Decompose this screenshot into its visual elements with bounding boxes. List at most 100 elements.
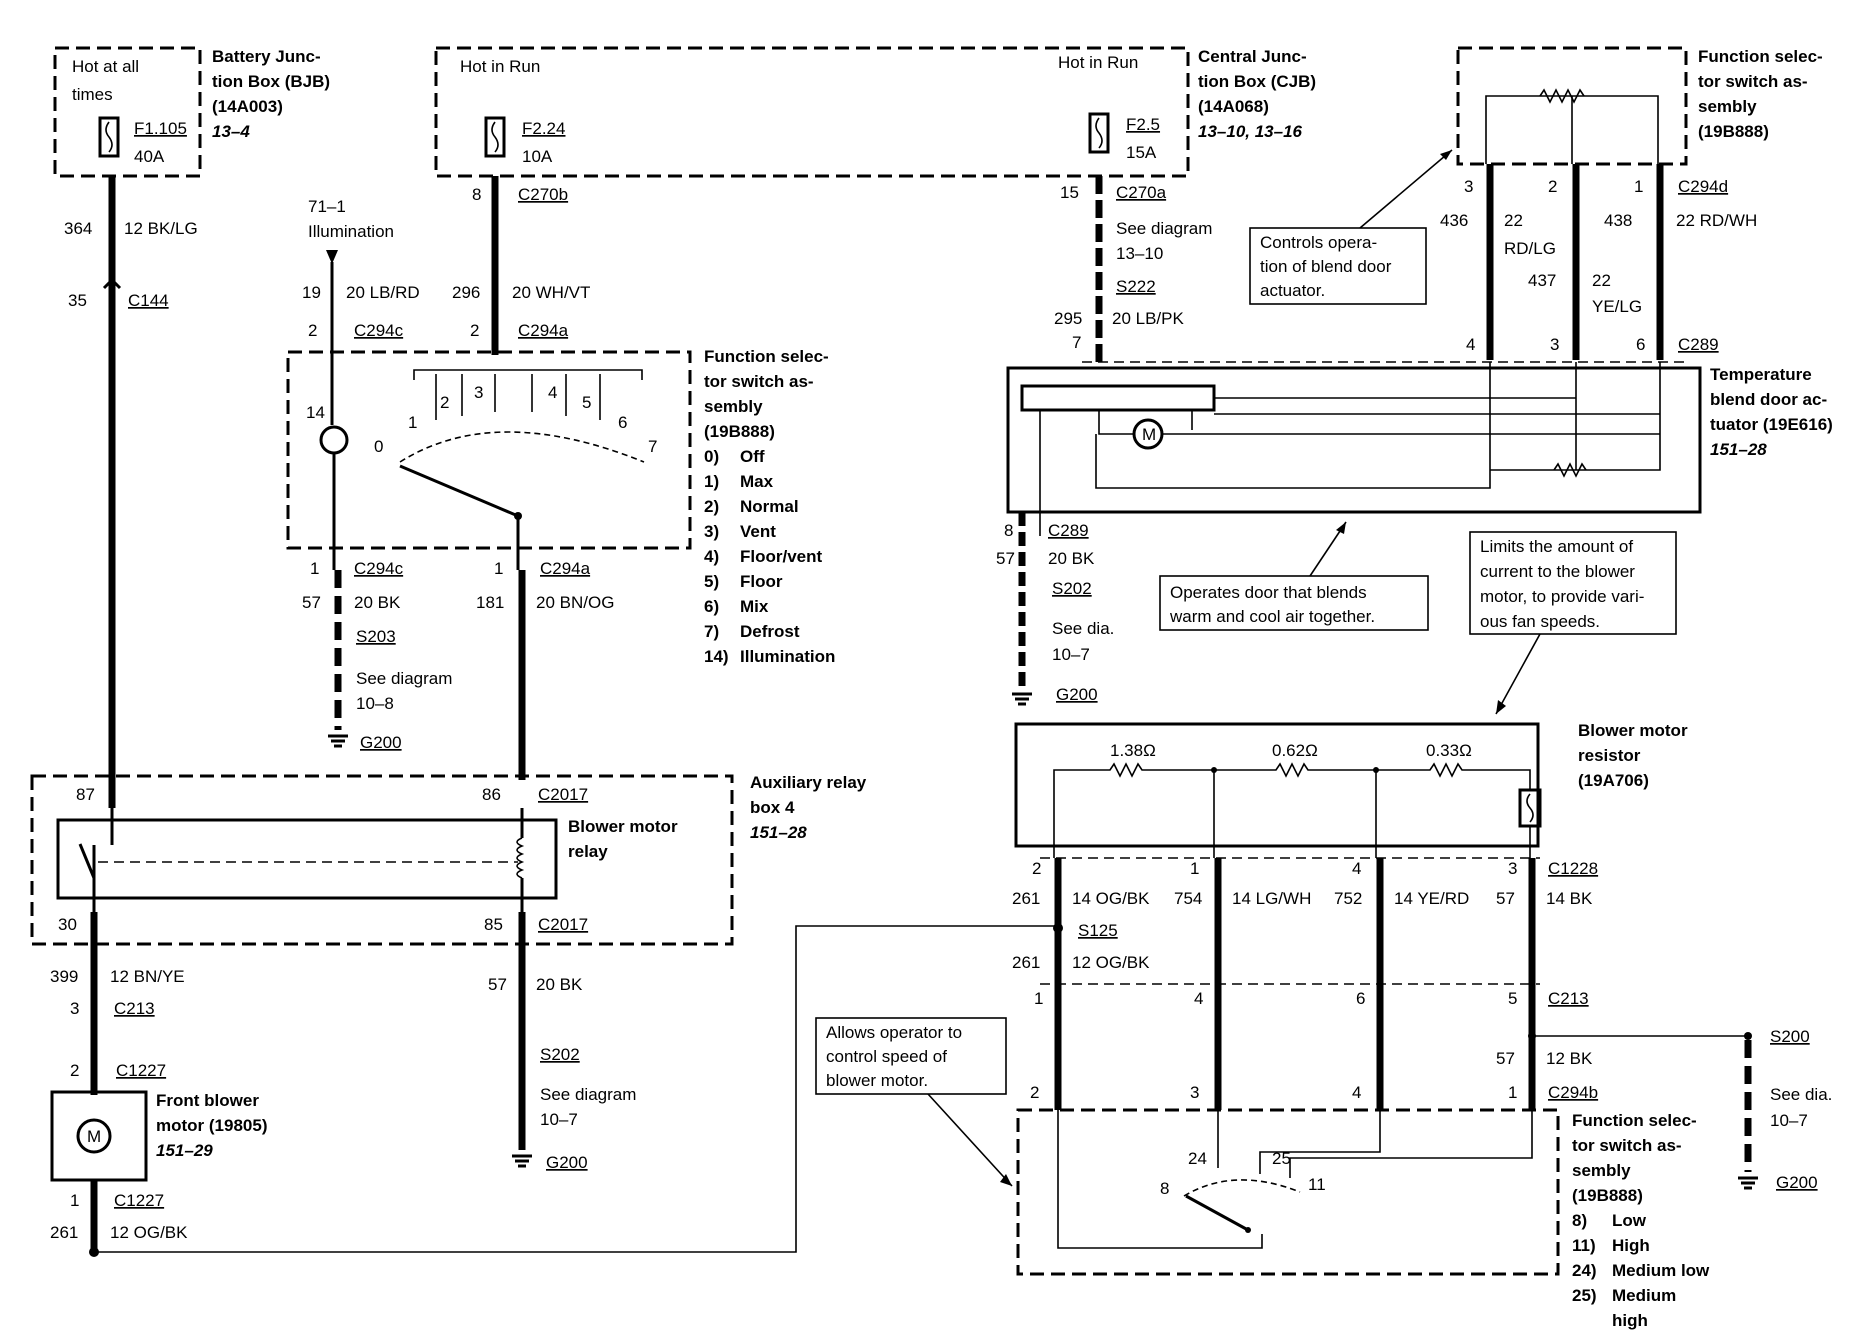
w364-color: 12 BK/LG bbox=[124, 219, 198, 238]
cjbo-w15: 15 bbox=[1060, 183, 1079, 202]
fss1b-w181: 181 bbox=[476, 593, 504, 612]
cjbo-w295: 295 bbox=[1054, 309, 1082, 328]
w296-color: 20 WH/VT bbox=[512, 283, 590, 302]
svg-text:high: high bbox=[1612, 1311, 1648, 1330]
lr-callout-3: blower motor. bbox=[826, 1071, 928, 1090]
fss2-pot-icon bbox=[1539, 88, 1585, 104]
relay-ref: 151–28 bbox=[750, 823, 807, 842]
cjbo-p7: 7 bbox=[1072, 333, 1081, 352]
cjb-fuse1: F2.24 bbox=[522, 119, 565, 138]
svg-text:6): 6) bbox=[704, 597, 719, 616]
svg-text:Floor/vent: Floor/vent bbox=[740, 547, 823, 566]
fss2-c294d: C294d bbox=[1678, 177, 1728, 196]
act-c289: C289 bbox=[1048, 521, 1089, 540]
svg-text:Medium low: Medium low bbox=[1612, 1261, 1710, 1280]
ll-p2: 2 bbox=[70, 1061, 79, 1080]
fss1b-see-1: See diagram bbox=[356, 669, 452, 688]
ll-see-1: See diagram bbox=[540, 1085, 636, 1104]
cjb-fuse1-icon bbox=[484, 116, 506, 158]
fss3-pin11: 11 bbox=[1308, 1175, 1326, 1194]
svg-text:4): 4) bbox=[704, 547, 719, 566]
w364: 364 bbox=[64, 219, 92, 238]
lr-w261c: 12 OG/BK bbox=[1072, 953, 1150, 972]
relay-box bbox=[30, 774, 734, 946]
fss3-legend: 8)Low 11)High 24)Medium low 25)Medium hi… bbox=[1572, 1211, 1710, 1330]
act-w57c: 20 BK bbox=[1048, 549, 1095, 568]
ll-p1: 1 bbox=[70, 1191, 79, 1210]
ll-motor-ref: 151–29 bbox=[156, 1141, 213, 1160]
lr-see-1: See dia. bbox=[1770, 1085, 1832, 1104]
fss1-pin2: 2 bbox=[440, 393, 449, 412]
fss1-legend: 0)Off 1)Max 2)Normal 3)Vent 4)Floor/vent… bbox=[704, 447, 835, 666]
fss1-pin4: 4 bbox=[548, 383, 557, 402]
bjb-box bbox=[53, 46, 202, 178]
relay-p87: 87 bbox=[76, 785, 95, 804]
svg-text:3): 3) bbox=[704, 522, 719, 541]
motor-icon bbox=[76, 1118, 112, 1154]
cjbo-see-1: See diagram bbox=[1116, 219, 1212, 238]
fss2-callout-2: tion of blend door bbox=[1260, 257, 1392, 276]
c294a-top: C294a bbox=[518, 321, 569, 340]
fss1-title-2: tor switch as- bbox=[704, 372, 814, 391]
fss2-w437c-2: YE/LG bbox=[1592, 297, 1642, 316]
svg-text:8): 8) bbox=[1572, 1211, 1587, 1230]
ground-icon bbox=[512, 1154, 532, 1168]
ll-p3: 3 bbox=[70, 999, 79, 1018]
fss2-w436c-1: 22 bbox=[1504, 211, 1523, 230]
actuator-title-1: Temperature bbox=[1710, 365, 1812, 384]
cjb-hot-right: Hot in Run bbox=[1058, 53, 1138, 72]
ll-c1227b: C1227 bbox=[114, 1191, 164, 1210]
w8: 8 bbox=[472, 185, 481, 204]
relay-inner bbox=[56, 818, 558, 900]
fss2-p1: 1 bbox=[1634, 177, 1643, 196]
res-callout-3: motor, to provide vari- bbox=[1480, 587, 1644, 606]
ll-w261: 261 bbox=[50, 1223, 78, 1242]
lr-w57c: 12 BK bbox=[1546, 1049, 1593, 1068]
fss1b-w57c: 20 BK bbox=[354, 593, 401, 612]
res-title-2: resistor bbox=[1578, 746, 1641, 765]
fss2-w437: 437 bbox=[1528, 271, 1556, 290]
ll-c1227a: C1227 bbox=[116, 1061, 166, 1080]
act-callout-1: Operates door that blends bbox=[1170, 583, 1367, 602]
fss2-p4: 4 bbox=[1466, 335, 1475, 354]
w19: 19 bbox=[302, 283, 321, 302]
fss2-title-1: Function selec- bbox=[1698, 47, 1823, 66]
fss3-pin25: 25 bbox=[1272, 1149, 1291, 1168]
fss2-w436c-2: RD/LG bbox=[1504, 239, 1556, 258]
fss1b-p1a: 1 bbox=[310, 559, 319, 578]
svg-text:Defrost: Defrost bbox=[740, 622, 800, 641]
cjb-amp2: 15A bbox=[1126, 143, 1157, 162]
fss1b-g200: G200 bbox=[360, 733, 402, 752]
fss2-p2: 2 bbox=[1548, 177, 1557, 196]
act-g200: G200 bbox=[1056, 685, 1098, 704]
res-w754: 754 bbox=[1174, 889, 1202, 908]
svg-text:5): 5) bbox=[704, 572, 719, 591]
fss1b-w181c: 20 BN/OG bbox=[536, 593, 614, 612]
lr-callout-1: Allows operator to bbox=[826, 1023, 962, 1042]
w35: 35 bbox=[68, 291, 87, 310]
bjb-hot-2: times bbox=[72, 85, 113, 104]
fss1-title-3: sembly bbox=[704, 397, 763, 416]
lr-c213: C213 bbox=[1548, 989, 1589, 1008]
fss3-box bbox=[1016, 1108, 1560, 1276]
fss1b-p1b: 1 bbox=[494, 559, 503, 578]
ll-w57: 57 bbox=[488, 975, 507, 994]
actuator-title-3: tuator (19E616) bbox=[1710, 415, 1833, 434]
act-p8: 8 bbox=[1004, 521, 1013, 540]
res-r1: 1.38Ω bbox=[1110, 741, 1156, 760]
resistor-callout bbox=[1469, 531, 1677, 635]
ll-w399: 399 bbox=[50, 967, 78, 986]
fss1-pin1: 1 bbox=[408, 413, 417, 432]
lr-c294b-p3: 3 bbox=[1190, 1083, 1199, 1102]
lr-callout bbox=[815, 1017, 1007, 1095]
resistor-box bbox=[1014, 722, 1540, 848]
svg-text:Vent: Vent bbox=[740, 522, 776, 541]
c144: C144 bbox=[128, 291, 169, 310]
fss2-p3b: 3 bbox=[1550, 335, 1559, 354]
svg-text:Max: Max bbox=[740, 472, 774, 491]
relay-p85: 85 bbox=[484, 915, 503, 934]
lr-s200: S200 bbox=[1770, 1027, 1810, 1046]
fss2-callout bbox=[1249, 227, 1427, 305]
cjb-title-1: Central Junc- bbox=[1198, 47, 1307, 66]
res-callout-2: current to the blower bbox=[1480, 562, 1635, 581]
